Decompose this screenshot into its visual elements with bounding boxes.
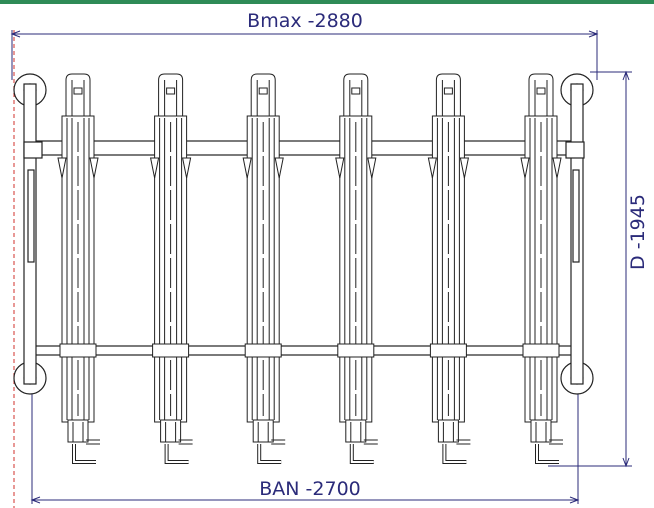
rack-group: [57, 73, 563, 464]
bottom-dimension: [30, 392, 580, 504]
rack-unit: [242, 73, 286, 464]
upper-crossbar: [27, 140, 581, 156]
rack-unit: [335, 73, 378, 464]
depth-label: D -1945: [627, 194, 649, 270]
depth-dimension: [548, 70, 632, 468]
rack-unit: [149, 73, 193, 464]
lower-crossbar: [27, 345, 581, 356]
rack-unit: [57, 73, 100, 464]
left-end-post: [13, 73, 47, 395]
top-dimension: [10, 30, 599, 80]
bottom-width-label: BAN -2700: [259, 478, 361, 500]
rack-unit: [427, 73, 471, 464]
rack-unit: [520, 73, 563, 464]
right-end-post: [560, 73, 594, 395]
top-width-label: Bmax -2880: [247, 10, 363, 32]
top-rule: [0, 0, 654, 4]
